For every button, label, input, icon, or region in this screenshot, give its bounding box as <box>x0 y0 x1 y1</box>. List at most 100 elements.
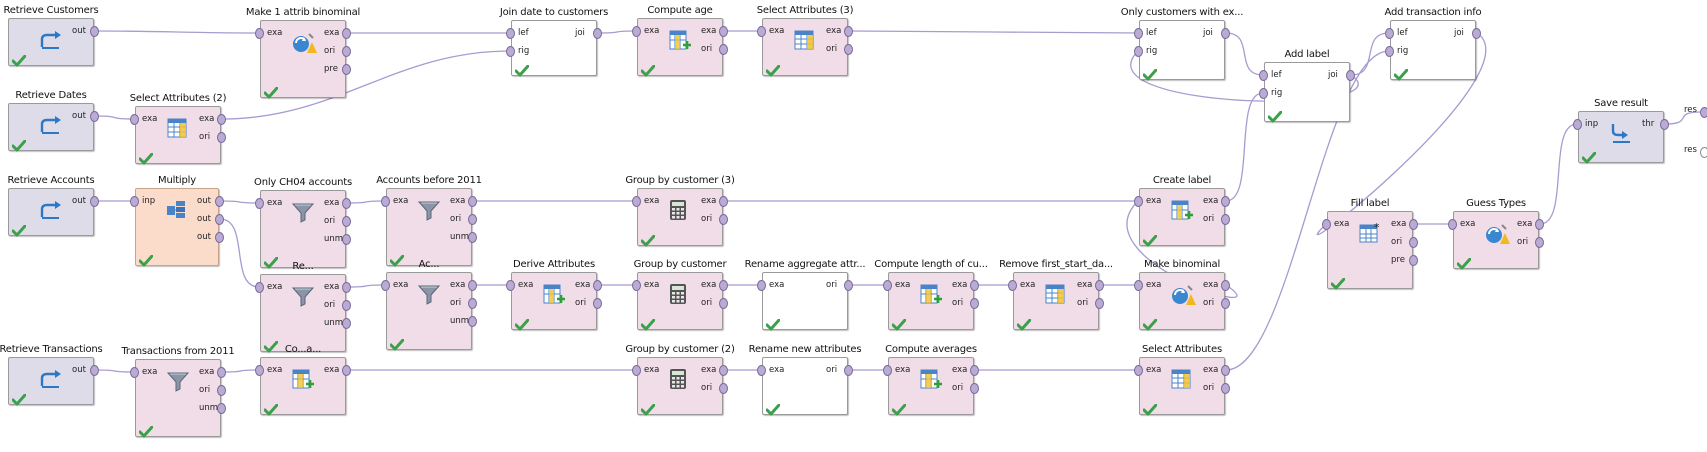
output-port-exa[interactable] <box>342 198 351 209</box>
operator-ac-filter[interactable] <box>386 272 472 350</box>
output-port-exa[interactable] <box>342 365 351 376</box>
output-port-exa[interactable] <box>468 280 477 291</box>
operator-only-ch04[interactable] <box>260 190 346 268</box>
input-port-exa[interactable] <box>632 196 641 207</box>
output-port-thr[interactable] <box>1660 119 1669 130</box>
input-port-exa[interactable] <box>506 280 515 291</box>
output-port-joi[interactable] <box>1221 28 1230 39</box>
input-port-lef[interactable] <box>1385 28 1394 39</box>
output-port-exa[interactable] <box>593 280 602 291</box>
output-port-ori[interactable] <box>468 298 477 309</box>
operator-select-attributes-3[interactable] <box>762 18 848 76</box>
output-port-unm[interactable] <box>217 403 226 414</box>
input-port-exa[interactable] <box>757 280 766 291</box>
output-port-ori[interactable] <box>342 300 351 311</box>
input-port-exa[interactable] <box>130 367 139 378</box>
output-port-exa[interactable] <box>719 280 728 291</box>
input-port-exa[interactable] <box>255 28 264 39</box>
output-port-out[interactable] <box>90 26 99 37</box>
output-port-ori[interactable] <box>1221 383 1230 394</box>
input-port-exa[interactable] <box>632 365 641 376</box>
input-port-lef[interactable] <box>1134 28 1143 39</box>
output-port-ori[interactable] <box>1409 237 1418 248</box>
operator-accounts-before-2011[interactable] <box>386 188 472 266</box>
output-port-ori[interactable] <box>970 383 979 394</box>
output-port-ori[interactable] <box>719 44 728 55</box>
input-port-exa[interactable] <box>1134 365 1143 376</box>
output-port-exa[interactable] <box>468 196 477 207</box>
output-port-ori[interactable] <box>844 44 853 55</box>
input-port-lef[interactable] <box>1259 70 1268 81</box>
output-port-pre[interactable] <box>1409 255 1418 266</box>
output-port-exa[interactable] <box>217 114 226 125</box>
output-port-exa[interactable] <box>719 196 728 207</box>
output-port-ori[interactable] <box>468 214 477 225</box>
input-port-exa[interactable] <box>381 280 390 291</box>
operator-make-binominal-1[interactable] <box>260 20 346 98</box>
output-port-pre[interactable] <box>342 64 351 75</box>
output-port-ori[interactable] <box>1221 298 1230 309</box>
operator-transactions-from-2011[interactable] <box>135 359 221 437</box>
output-port-exa[interactable] <box>1221 280 1230 291</box>
output-port-unm[interactable] <box>468 232 477 243</box>
input-port-exa[interactable] <box>381 196 390 207</box>
input-port-inp[interactable] <box>130 196 139 207</box>
input-port-exa[interactable] <box>130 114 139 125</box>
operator-re-filter[interactable] <box>260 274 346 352</box>
output-port-out[interactable] <box>90 196 99 207</box>
output-port-exa[interactable] <box>1409 219 1418 230</box>
output-port-ori[interactable] <box>593 298 602 309</box>
input-port-lef[interactable] <box>506 28 515 39</box>
output-port-exa[interactable] <box>970 365 979 376</box>
input-port-exa[interactable] <box>1008 280 1017 291</box>
operator-fill-label[interactable] <box>1327 211 1413 289</box>
input-port-exa[interactable] <box>632 26 641 37</box>
operator-add-label[interactable] <box>1264 62 1350 122</box>
output-port-exa[interactable] <box>1221 196 1230 207</box>
output-port-ori[interactable] <box>217 385 226 396</box>
output-port-out[interactable] <box>90 111 99 122</box>
operator-save-result[interactable] <box>1578 111 1664 163</box>
input-port-rig[interactable] <box>1385 46 1394 57</box>
output-port-joi[interactable] <box>593 28 602 39</box>
input-port-exa[interactable] <box>1448 219 1457 230</box>
output-port-ori[interactable] <box>217 132 226 143</box>
input-port-exa[interactable] <box>255 198 264 209</box>
output-port-exa[interactable] <box>719 26 728 37</box>
input-port-rig[interactable] <box>506 46 515 57</box>
output-port-ori[interactable] <box>1535 237 1544 248</box>
output-port-joi[interactable] <box>1472 28 1481 39</box>
input-port-exa[interactable] <box>255 365 264 376</box>
output-port-unm[interactable] <box>342 234 351 245</box>
output-port-out[interactable] <box>215 196 224 207</box>
output-port-exa[interactable] <box>844 26 853 37</box>
input-port-rig[interactable] <box>1259 88 1268 99</box>
output-port-out[interactable] <box>215 232 224 243</box>
output-port-ori[interactable] <box>970 298 979 309</box>
operator-only-customers[interactable] <box>1139 20 1225 80</box>
input-port-exa[interactable] <box>1134 196 1143 207</box>
output-port-ori[interactable] <box>1221 214 1230 225</box>
output-port-unm[interactable] <box>342 318 351 329</box>
output-port-exa[interactable] <box>970 280 979 291</box>
output-port-ori[interactable] <box>342 46 351 57</box>
input-port-exa[interactable] <box>255 282 264 293</box>
result-port[interactable] <box>1700 147 1707 158</box>
output-port-exa[interactable] <box>342 282 351 293</box>
output-port-exa[interactable] <box>1535 219 1544 230</box>
input-port-exa[interactable] <box>1134 280 1143 291</box>
output-port-exa[interactable] <box>1221 365 1230 376</box>
output-port-exa[interactable] <box>342 28 351 39</box>
output-port-joi[interactable] <box>1346 70 1355 81</box>
output-port-ori[interactable] <box>719 214 728 225</box>
result-port[interactable] <box>1700 107 1707 118</box>
input-port-exa[interactable] <box>1322 219 1331 230</box>
output-port-ori[interactable] <box>719 383 728 394</box>
output-port-ori[interactable] <box>342 216 351 227</box>
output-port-ori[interactable] <box>844 365 853 376</box>
input-port-inp[interactable] <box>1573 119 1582 130</box>
output-port-exa[interactable] <box>1095 280 1104 291</box>
output-port-unm[interactable] <box>468 316 477 327</box>
output-port-out[interactable] <box>215 214 224 225</box>
